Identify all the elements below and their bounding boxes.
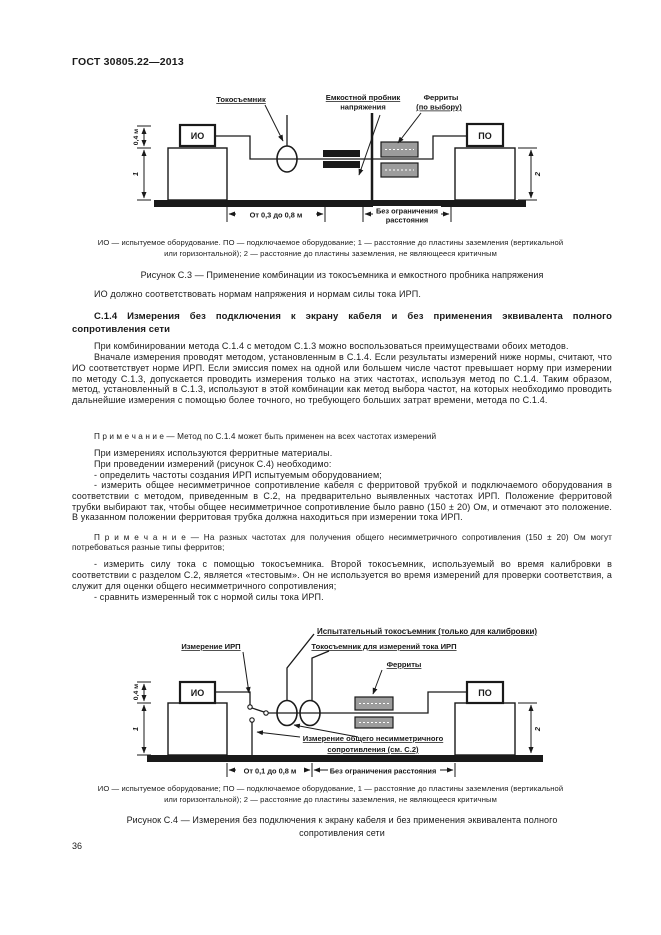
c3-clamp-ring	[276, 145, 298, 173]
c4-switch-contact-impedance	[249, 717, 255, 723]
c4-impedance-leader-2	[293, 723, 359, 738]
c3-dim-2-label: 2	[533, 171, 542, 177]
c3-probe-callout-line2: напряжения	[340, 103, 386, 112]
c3-cable	[215, 135, 467, 160]
c3-ferrite-leader	[397, 112, 422, 144]
figure-c4-diagram: ИО ПО Испытательный токосъемник (только …	[131, 627, 543, 777]
paragraph-combine: При комбинировании метода С.1.4 с методо…	[94, 341, 569, 351]
bullet-compare-current: - сравнить измеренный ток с нормой силы …	[94, 592, 324, 602]
c3-left-table	[167, 147, 228, 201]
c3-ferrite-callout-line1: Ферриты	[424, 93, 459, 102]
heading-c14-line2: сопротивления сети	[72, 324, 171, 335]
paragraph-ferrite-materials: При измерениях используются ферритные ма…	[94, 448, 333, 458]
note-1: П р и м е ч а н и е — Метод по С.1.4 мож…	[94, 432, 437, 441]
c4-test-clamp-callout: Испытательный токосъемник (только для ка…	[317, 627, 537, 636]
paragraph-procedure: При проведении измерений (рисунок С.4) н…	[94, 459, 332, 469]
c4-ferrite-leader	[372, 669, 383, 695]
c3-probe-callout-line1: Емкостной пробник	[326, 93, 401, 102]
c3-span-right-label1: Без ограничения	[376, 207, 438, 216]
c4-switch-contact-measure	[263, 710, 269, 716]
c3-probe-leader	[358, 114, 381, 176]
figure-c4-caption-line1: Рисунок С.4 — Измерения без подключения …	[126, 815, 558, 825]
figure-c3-legend-line2: или горизонтальной); 2 — расстояние до п…	[164, 249, 497, 258]
c3-ferrite-bottom	[380, 162, 419, 178]
c4-right-table	[454, 702, 516, 756]
c4-ferrites-callout: Ферриты	[387, 660, 422, 669]
paragraph-sequence: Вначале измерения проводят методом, уста…	[72, 352, 612, 406]
figure-c3-diagram: ИО ПО Токосъемник Емкостной пробник напр…	[131, 93, 542, 225]
c4-switch-pole	[247, 704, 253, 710]
paragraph-io-requirement: ИО должно соответствовать нормам напряже…	[94, 289, 422, 299]
c4-switch-blade	[251, 707, 265, 713]
figure-c3-legend-line1: ИО — испытуемое оборудование. ПО — подкл…	[97, 238, 564, 247]
bullet-measure-current: - измерить силу тока с помощью токосъемн…	[72, 559, 612, 591]
c4-ferrite-top	[354, 696, 394, 711]
c3-span-right-label2: расстояния	[386, 216, 428, 225]
c3-eut-label: ИО	[191, 131, 204, 141]
c3-ground-plane	[154, 200, 526, 207]
c4-dim-1-label: 1	[131, 727, 140, 731]
c4-measure-clamp-cable	[311, 650, 330, 701]
c3-dim-04-label: 0,4 м	[133, 129, 140, 145]
c3-eut-box	[178, 123, 217, 148]
c4-span-left-bg	[236, 765, 304, 776]
c4-measure-clamp-callout: Токосъемник для измерений тока ИРП	[311, 642, 456, 651]
c3-ferrite-callout-line2: (по выбору)	[416, 103, 462, 112]
c3-span-right-bg	[373, 206, 441, 225]
c4-measure-irp-callout: Измерение ИРП	[181, 642, 240, 651]
c4-impedance-callout-line2: сопротивления (см. С.2)	[327, 745, 419, 754]
c3-probe-plate-top	[323, 150, 360, 157]
c4-impedance-leader-1	[256, 730, 301, 738]
c3-ae-box	[465, 122, 505, 148]
c4-dim-2-label: 2	[533, 726, 542, 732]
c4-span-right-label: Без ограничения расстояния	[330, 767, 437, 776]
c4-test-clamp-ring	[276, 699, 298, 727]
c4-eut-box	[178, 680, 217, 705]
c4-left-table	[167, 702, 228, 756]
c3-dim-1-label: 1	[131, 172, 140, 176]
c4-ae-box	[465, 680, 505, 705]
figure-c4-legend-line1: ИО — испытуемое оборудование; ПО — подкл…	[97, 784, 564, 793]
c4-measure-irp-leader	[242, 651, 251, 694]
note-2: П р и м е ч а н и е — На разных частотах…	[72, 533, 612, 552]
c4-impedance-callout-line1: Измерение общего несимметричного	[303, 734, 444, 743]
heading-c14-line1: С.1.4 Измерения без подключения к экрану…	[94, 311, 612, 322]
figure-c4-caption-line2: сопротивления сети	[299, 827, 385, 838]
c4-dim-04-label: 0,4 м	[133, 684, 140, 700]
c4-test-clamp-cable	[286, 633, 315, 701]
bullet-determine-frequencies: - определить частоты создания ИРП испыту…	[94, 469, 382, 480]
c4-measure-clamp-ring	[299, 699, 321, 727]
c3-clamp-callout: Токосъемник	[216, 95, 266, 104]
c4-ae-label: ПО	[478, 688, 491, 698]
c3-probe-plate-bottom	[323, 161, 360, 168]
c3-right-table	[454, 147, 516, 201]
c4-span-left-label: От 0,1 до 0,8 м	[244, 767, 297, 776]
c4-ferrite-bottom	[354, 716, 394, 729]
c3-span-left-bg	[236, 209, 316, 220]
figure-c3-caption: Рисунок С.3 — Применение комбинации из т…	[140, 270, 544, 280]
c3-ae-label: ПО	[478, 131, 491, 141]
document-header: ГОСТ 30805.22—2013	[72, 56, 184, 68]
page-number: 36	[72, 841, 83, 851]
figure-c4-legend-line2: или горизонтальной); 2 — расстояние до п…	[164, 795, 497, 804]
c3-span-left-label: От 0,3 до 0,8 м	[250, 211, 303, 220]
c4-eut-label: ИО	[191, 688, 204, 698]
c4-cable-to-ae	[268, 691, 467, 714]
bullet-measure-impedance: - измерить общее несимметричное сопротив…	[72, 480, 612, 523]
c4-span-right-bg	[328, 765, 440, 776]
c4-ground-plane	[147, 755, 543, 762]
c3-clamp-leader	[264, 104, 284, 142]
